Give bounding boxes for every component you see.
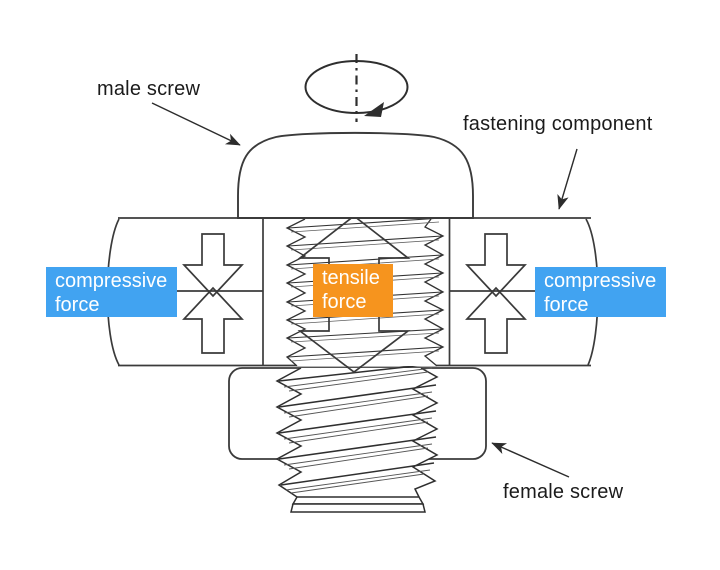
compressive-force-label-left: compressive force bbox=[46, 267, 177, 317]
compressive-force-label-right: compressive force bbox=[535, 267, 666, 317]
compressive-force-left-line1: compressive bbox=[55, 270, 168, 292]
bolt-tip-bevel bbox=[290, 496, 426, 513]
female-screw-label: female screw bbox=[503, 481, 624, 503]
bolt-head bbox=[237, 131, 474, 219]
male-screw-label: male screw bbox=[97, 78, 201, 100]
up-block-arrow bbox=[465, 286, 527, 354]
up-block-arrow bbox=[182, 286, 244, 354]
tensile-force-label: tensile force bbox=[313, 264, 393, 317]
tensile-force-line2: force bbox=[322, 291, 367, 313]
rotation-arrowhead bbox=[364, 102, 384, 117]
female-screw-leader bbox=[491, 442, 570, 478]
leader-arrows bbox=[151, 102, 578, 478]
compressive-arrows-icon-right bbox=[465, 233, 527, 354]
compressive-force-right-line1: compressive bbox=[544, 270, 657, 292]
rotation-direction-icon bbox=[304, 54, 409, 122]
compressive-force-left-line2: force bbox=[55, 294, 100, 316]
tensile-arrow-icon bbox=[297, 214, 411, 374]
compressive-arrows-icon-left bbox=[182, 233, 244, 354]
tensile-force-line1: tensile bbox=[322, 267, 380, 289]
compressive-force-right-line2: force bbox=[544, 294, 589, 316]
male-screw-leader bbox=[151, 102, 241, 146]
fastening-component-leader bbox=[557, 148, 578, 210]
down-block-arrow bbox=[182, 233, 244, 298]
male-thread-lower bbox=[275, 363, 439, 513]
down-block-arrow bbox=[465, 233, 527, 298]
fastening-component-label: fastening component bbox=[463, 113, 653, 135]
